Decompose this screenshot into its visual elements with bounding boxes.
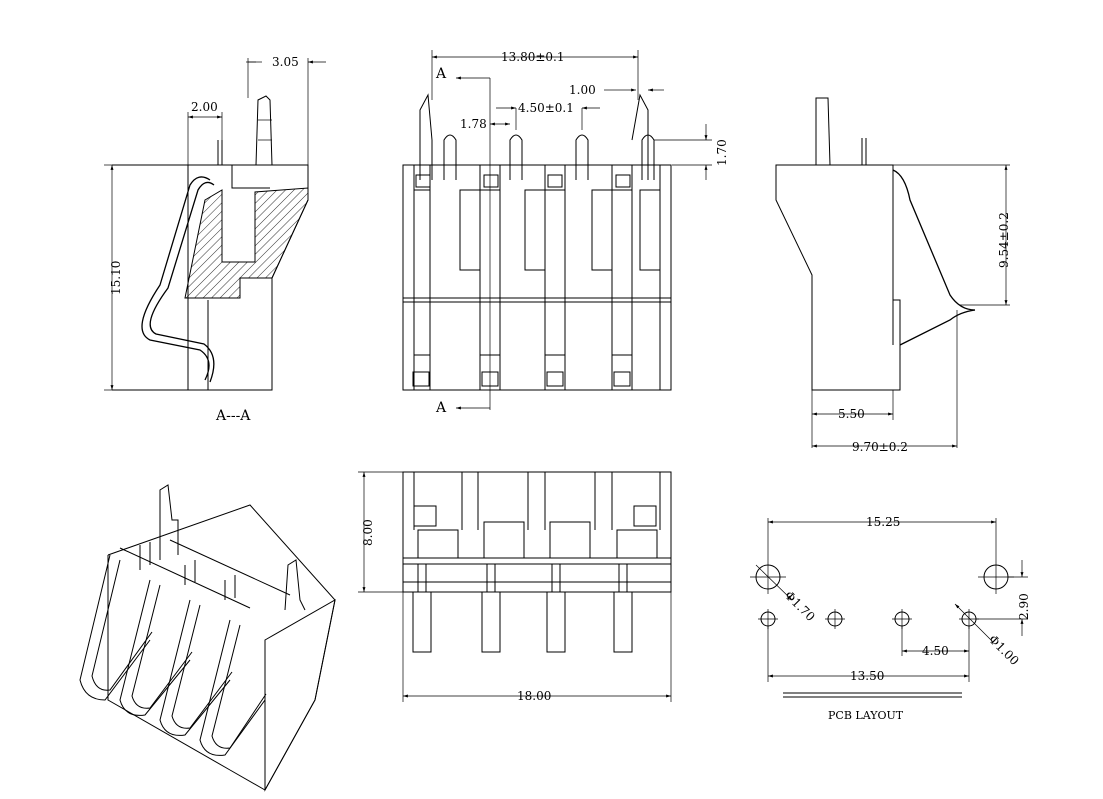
dim-small-span: 13.50 — [850, 669, 884, 683]
dim-pin-spacing: 4.50±0.1 — [518, 101, 574, 115]
dim-bottom-width: 18.00 — [517, 689, 551, 703]
section-dims: 3.05 2.00 15.10 — [104, 55, 326, 391]
side-dims: 9.54±0.2 5.50 9.70±0.2 — [811, 164, 1011, 454]
dim-pin-offset: 1.78 — [460, 117, 487, 131]
isometric-view — [79, 484, 336, 792]
section-view-a-a: 3.05 2.00 15.10 A---A — [104, 55, 326, 424]
pcb-layout: 15.25 Φ1.70 2.90 Φ1.00 4.50 13.50 PCB LA… — [750, 515, 1031, 722]
cut-label-top: A — [435, 66, 447, 82]
bottom-housing — [402, 471, 672, 653]
front-view: 13.80±0.1 A A 1.00 4.50±0.1 1.78 1.70 — [402, 50, 729, 416]
front-dims: 13.80±0.1 A A 1.00 4.50±0.1 1.78 1.70 — [431, 50, 729, 416]
side-housing — [775, 97, 976, 391]
section-label: A---A — [215, 408, 251, 424]
dim-side-height: 9.54±0.2 — [997, 212, 1011, 268]
front-housing — [402, 93, 672, 391]
dim-base-depth: 5.50 — [838, 407, 865, 421]
pcb-dims: 15.25 Φ1.70 2.90 Φ1.00 4.50 13.50 — [755, 515, 1031, 698]
cut-label-bottom: A — [435, 400, 447, 416]
pcb-layout-title: PCB LAYOUT — [828, 709, 904, 722]
dim-hole-span: 15.25 — [866, 515, 900, 529]
bottom-dims: 8.00 18.00 — [358, 471, 672, 703]
dim-pin-width: 1.00 — [569, 83, 596, 97]
dim-small-hole: Φ1.00 — [986, 632, 1022, 668]
dim-large-hole: Φ1.70 — [782, 588, 818, 624]
dim-overall-depth: 9.70±0.2 — [852, 440, 908, 454]
dim-overall-width: 13.80±0.1 — [501, 50, 565, 64]
dim-pin-rise: 1.70 — [715, 139, 729, 166]
dim-tip-width: 3.05 — [272, 55, 299, 69]
dim-pitch-left: 2.00 — [191, 100, 218, 114]
dim-bottom-height: 8.00 — [361, 519, 375, 546]
dim-small-pitch: 4.50 — [922, 644, 949, 658]
pcb-holes — [750, 560, 1014, 629]
dim-height: 15.10 — [109, 261, 123, 295]
dim-row-offset: 2.90 — [1017, 593, 1031, 620]
section-housing — [112, 95, 309, 391]
spring-contact — [141, 176, 215, 383]
bottom-view: 8.00 18.00 — [358, 471, 672, 703]
side-view: 9.54±0.2 5.50 9.70±0.2 — [775, 97, 1011, 454]
